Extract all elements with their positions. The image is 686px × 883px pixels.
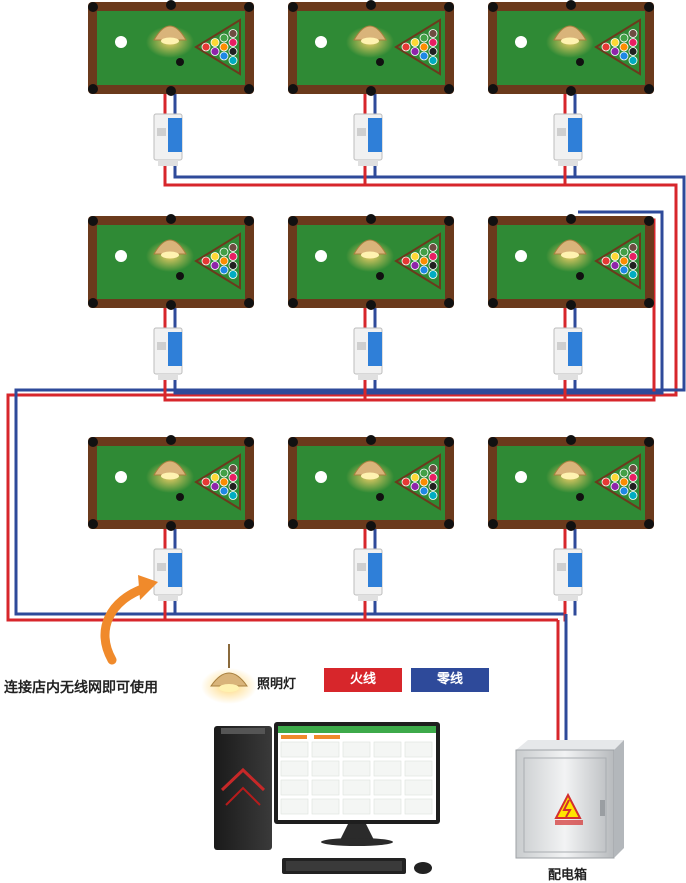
distribution-box-label: 配电箱 bbox=[548, 868, 588, 883]
smart-breaker-icon bbox=[353, 113, 383, 166]
wiring-layer bbox=[6, 88, 686, 622]
billiard-table-icon bbox=[288, 214, 454, 310]
arrow-icon bbox=[100, 575, 158, 665]
smart-breaker-icon bbox=[353, 548, 383, 601]
lamp-icon bbox=[201, 644, 257, 704]
smart-breaker-icon bbox=[153, 327, 183, 380]
breakers bbox=[153, 113, 583, 601]
billiard-table-icon bbox=[88, 214, 254, 310]
billiard-table-icon bbox=[288, 0, 454, 96]
billiard-table-icon bbox=[88, 0, 254, 96]
distribution-box-icon bbox=[515, 740, 624, 859]
billiard-table-icon bbox=[288, 435, 454, 531]
neutral-wire-legend bbox=[411, 668, 489, 692]
wifi-connection-note: 连接店内无线网即可使用 bbox=[4, 680, 158, 696]
neutral-wire-label: 零线 bbox=[436, 672, 463, 687]
smart-breaker-icon bbox=[153, 113, 183, 166]
smart-breaker-icon bbox=[153, 548, 183, 601]
live-wire-label: 火线 bbox=[349, 672, 376, 687]
billiard-table-icon bbox=[488, 214, 654, 310]
billiard-table-icon bbox=[88, 435, 254, 531]
billiard-table-icon bbox=[488, 435, 654, 531]
smart-breaker-icon bbox=[553, 327, 583, 380]
smart-breaker-icon bbox=[553, 113, 583, 166]
lamp-legend-label: 照明灯 bbox=[257, 677, 297, 692]
smart-breaker-icon bbox=[553, 548, 583, 601]
billiard-table-icon bbox=[488, 0, 654, 96]
pc-tower-icon bbox=[214, 726, 272, 850]
keyboard-icon bbox=[282, 858, 406, 874]
smart-breaker-icon bbox=[353, 327, 383, 380]
mouse-icon bbox=[414, 862, 432, 874]
billiard-tables bbox=[88, 0, 654, 531]
monitor-icon bbox=[274, 722, 440, 846]
live-wire-legend bbox=[324, 668, 402, 692]
